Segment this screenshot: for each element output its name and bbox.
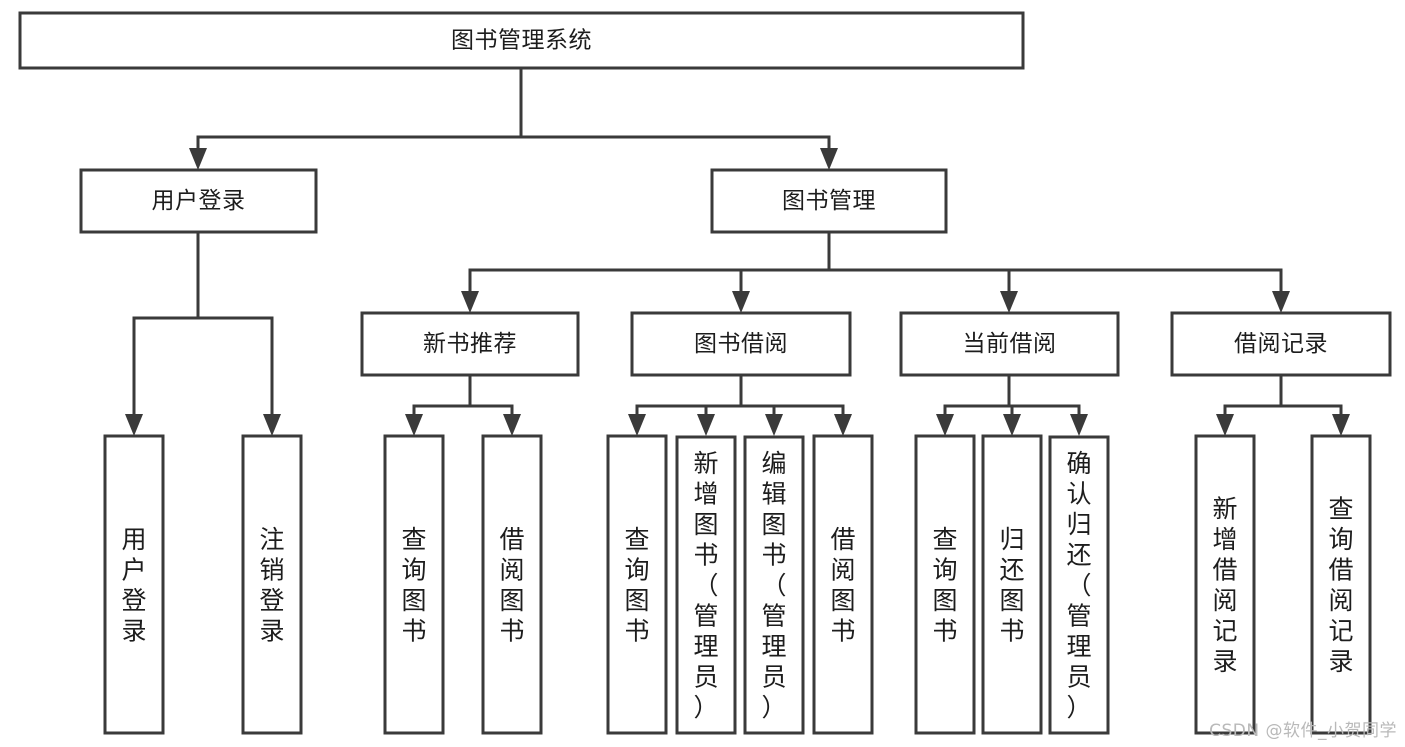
node-new-book[interactable]: 新书推荐 — [360, 311, 580, 377]
node-box-leaf-bb-borrow[interactable] — [812, 434, 874, 735]
node-box-new-book[interactable] — [360, 311, 580, 377]
node-leaf-user-login[interactable]: 用户登录 — [103, 434, 165, 735]
node-label-leaf-bb-query: 查询图书 — [624, 524, 649, 645]
node-box-user-login[interactable] — [79, 168, 318, 234]
node-root[interactable]: 图书管理系统 — [18, 11, 1025, 70]
arrowhead-icon — [461, 291, 479, 313]
arrowhead-icon — [1070, 414, 1088, 436]
node-label-leaf-logout: 注销登录 — [259, 524, 284, 645]
node-box-leaf-br-add[interactable] — [1194, 434, 1256, 735]
node-leaf-bb-edit[interactable]: 编辑图书（管理员） — [743, 435, 805, 735]
node-label-leaf-nb-borrow: 借阅图书 — [499, 524, 524, 645]
node-label-book-manage: 图书管理 — [782, 188, 876, 214]
node-borrow-record[interactable]: 借阅记录 — [1170, 311, 1392, 377]
node-box-leaf-bb-edit[interactable] — [743, 435, 805, 735]
node-leaf-nb-query[interactable]: 查询图书 — [383, 434, 445, 735]
connector-group-book-manage — [461, 230, 1290, 313]
node-book-borrow[interactable]: 图书借阅 — [630, 311, 852, 377]
arrowhead-icon — [405, 414, 423, 436]
node-label-leaf-bb-borrow: 借阅图书 — [830, 524, 855, 645]
connector-group-new-book — [405, 373, 521, 436]
node-user-login[interactable]: 用户登录 — [79, 168, 318, 234]
connector-edges-layer — [125, 66, 1350, 436]
node-leaf-logout[interactable]: 注销登录 — [241, 434, 303, 735]
node-label-user-login: 用户登录 — [152, 188, 246, 214]
node-label-leaf-bb-edit: 编辑图书（管理员） — [761, 449, 786, 722]
node-box-leaf-nb-borrow[interactable] — [481, 434, 543, 735]
node-leaf-cb-return[interactable]: 归还图书 — [981, 434, 1043, 735]
node-leaf-br-add[interactable]: 新增借阅记录 — [1194, 434, 1256, 735]
arrowhead-icon — [765, 414, 783, 436]
arrowhead-icon — [1003, 414, 1021, 436]
node-book-manage[interactable]: 图书管理 — [710, 168, 948, 234]
node-label-leaf-br-add: 新增借阅记录 — [1212, 494, 1237, 676]
arrowhead-icon — [1000, 291, 1018, 313]
node-box-leaf-nb-query[interactable] — [383, 434, 445, 735]
node-leaf-bb-borrow[interactable]: 借阅图书 — [812, 434, 874, 735]
node-label-new-book: 新书推荐 — [423, 331, 517, 357]
arrowhead-icon — [503, 414, 521, 436]
connector-group-current-borrow — [936, 373, 1088, 436]
arrowhead-icon — [834, 414, 852, 436]
node-box-current-borrow[interactable] — [899, 311, 1120, 377]
node-box-leaf-user-login[interactable] — [103, 434, 165, 735]
node-box-borrow-record[interactable] — [1170, 311, 1392, 377]
node-leaf-br-query[interactable]: 查询借阅记录 — [1310, 434, 1372, 735]
node-label-leaf-br-query: 查询借阅记录 — [1328, 494, 1353, 676]
arrowhead-icon — [1332, 414, 1350, 436]
node-label-current-borrow: 当前借阅 — [963, 331, 1057, 357]
csdn-watermark: CSDN @软件_小贺同学 — [1209, 721, 1397, 741]
node-current-borrow[interactable]: 当前借阅 — [899, 311, 1120, 377]
node-box-leaf-br-query[interactable] — [1310, 434, 1372, 735]
node-box-leaf-logout[interactable] — [241, 434, 303, 735]
node-label-leaf-user-login: 用户登录 — [121, 524, 146, 645]
node-box-book-manage[interactable] — [710, 168, 948, 234]
arrowhead-icon — [628, 414, 646, 436]
connector-group-root — [189, 66, 838, 170]
arrowhead-icon — [1272, 291, 1290, 313]
node-leaf-cb-confirm[interactable]: 确认归还（管理员） — [1048, 435, 1110, 735]
node-leaf-bb-query[interactable]: 查询图书 — [606, 434, 668, 735]
node-leaf-nb-borrow[interactable]: 借阅图书 — [481, 434, 543, 735]
node-label-leaf-bb-add: 新增图书（管理员） — [693, 449, 718, 722]
node-boxes-layer: 图书管理系统用户登录图书管理新书推荐图书借阅当前借阅借阅记录用户登录注销登录查询… — [18, 11, 1392, 735]
node-box-leaf-bb-query[interactable] — [606, 434, 668, 735]
arrowhead-icon — [697, 414, 715, 436]
node-label-book-borrow: 图书借阅 — [694, 331, 788, 357]
node-box-leaf-cb-return[interactable] — [981, 434, 1043, 735]
node-box-root[interactable] — [18, 11, 1025, 70]
node-box-book-borrow[interactable] — [630, 311, 852, 377]
node-label-root: 图书管理系统 — [451, 28, 592, 54]
arrowhead-icon — [936, 414, 954, 436]
node-leaf-bb-add[interactable]: 新增图书（管理员） — [675, 435, 737, 735]
node-label-leaf-nb-query: 查询图书 — [401, 524, 426, 645]
node-box-leaf-bb-add[interactable] — [675, 435, 737, 735]
arrowhead-icon — [1216, 414, 1234, 436]
node-leaf-cb-query[interactable]: 查询图书 — [914, 434, 976, 735]
node-label-borrow-record: 借阅记录 — [1234, 331, 1328, 357]
arrowhead-icon — [263, 414, 281, 436]
node-label-leaf-cb-query: 查询图书 — [932, 524, 957, 645]
node-label-leaf-cb-return: 归还图书 — [999, 524, 1024, 645]
connector-group-book-borrow — [628, 373, 852, 436]
arrowhead-icon — [732, 291, 750, 313]
arrowhead-icon — [820, 148, 838, 170]
node-label-leaf-cb-confirm: 确认归还（管理员） — [1066, 449, 1091, 722]
connector-group-user-login — [125, 230, 281, 436]
connector-group-borrow-record — [1216, 373, 1350, 436]
arrowhead-icon — [125, 414, 143, 436]
node-box-leaf-cb-confirm[interactable] — [1048, 435, 1110, 735]
node-box-leaf-cb-query[interactable] — [914, 434, 976, 735]
arrowhead-icon — [189, 148, 207, 170]
